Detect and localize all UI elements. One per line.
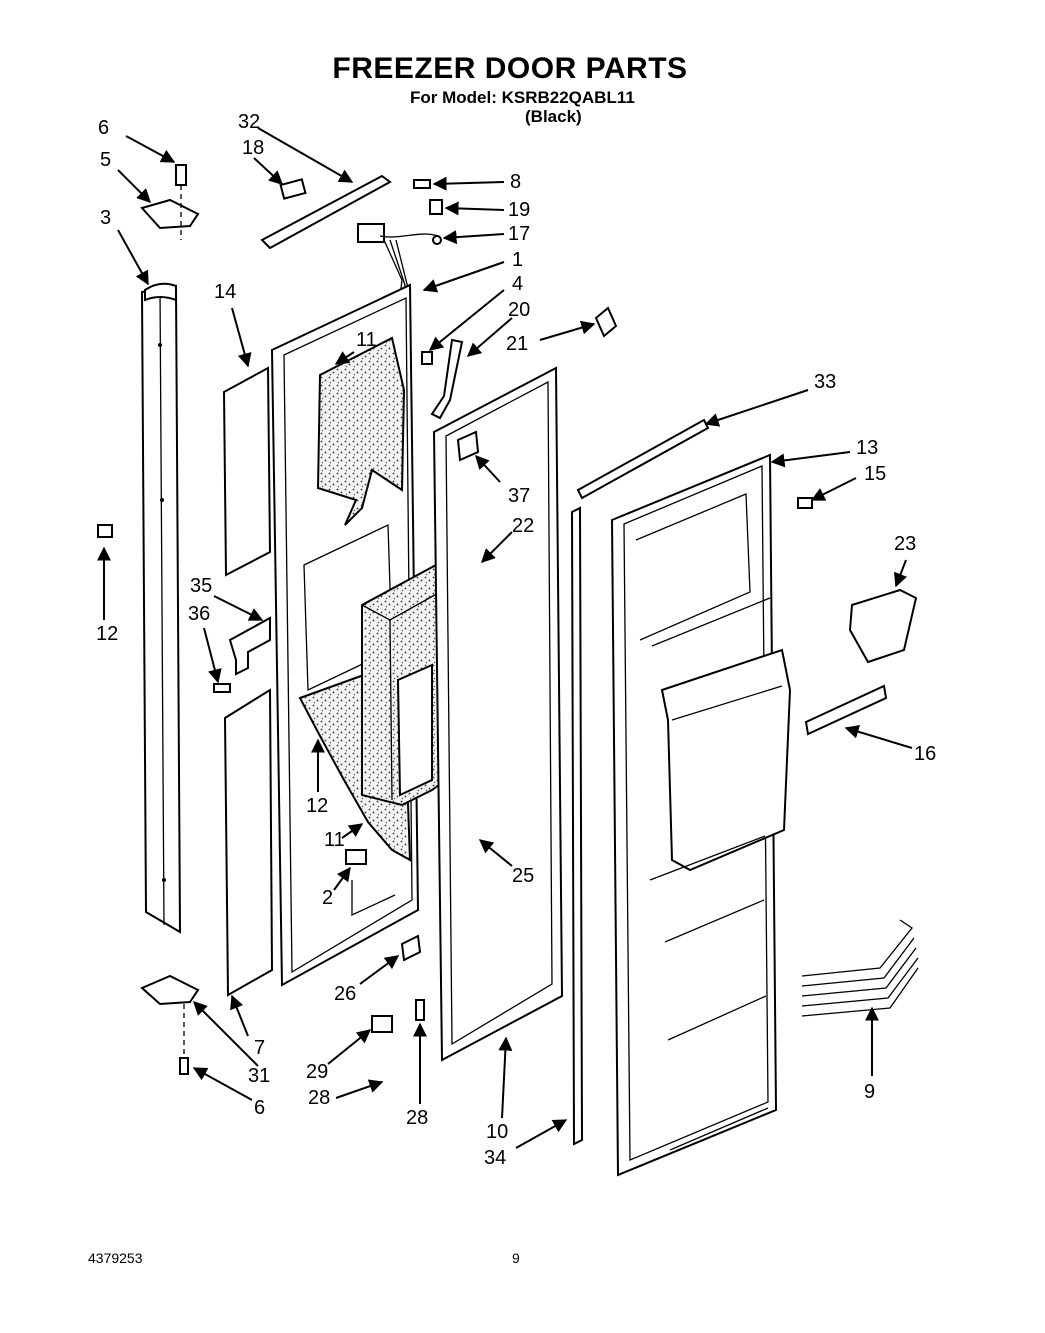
part-16-trim-strip [804, 684, 888, 736]
callout-32: 32 [238, 111, 260, 133]
callout-6-bottom: 6 [254, 1097, 265, 1119]
part-15-screw [797, 497, 813, 509]
callout-1: 1 [512, 249, 523, 271]
part-20-tube [430, 338, 464, 420]
callout-6-top: 6 [98, 117, 109, 139]
page-title: FREEZER DOOR PARTS [332, 52, 688, 85]
part-7-panel [223, 688, 274, 997]
callout-7: 7 [254, 1037, 265, 1059]
part-9-shelf-rails [801, 919, 919, 1017]
callout-17: 17 [508, 223, 530, 245]
callout-26: 26 [334, 983, 356, 1005]
callout-2: 2 [322, 887, 333, 909]
callout-5: 5 [100, 149, 111, 171]
callout-10: 10 [486, 1121, 508, 1143]
part-37-clip [456, 430, 480, 462]
callout-11-bottom: 11 [324, 829, 345, 851]
callout-13: 13 [856, 437, 878, 459]
part-8-screw [413, 179, 431, 189]
model-line: For Model: KSRB22QABL11 [410, 88, 635, 107]
part-19-screw [429, 199, 443, 215]
part-21-fitting [594, 306, 618, 338]
callout-28-right: 28 [406, 1107, 428, 1129]
callout-25: 25 [512, 865, 534, 887]
part-13-door-liner [610, 453, 792, 1177]
document-number: 4379253 [88, 1250, 143, 1266]
part-31-bottom-hinge [140, 974, 200, 1006]
part-5-top-hinge [140, 164, 200, 240]
part-23-chute [848, 588, 918, 664]
callout-29: 29 [306, 1061, 328, 1083]
part-18-stop [279, 178, 307, 200]
callout-20: 20 [508, 299, 530, 321]
part-3-door-trim [140, 282, 182, 934]
callout-35: 35 [190, 575, 212, 597]
callout-14: 14 [214, 281, 236, 303]
part-28-screw [415, 999, 425, 1021]
part-10-door-gasket [432, 366, 564, 1062]
callout-37: 37 [508, 485, 530, 507]
callout-12-left: 12 [96, 623, 118, 645]
callout-33: 33 [814, 371, 836, 393]
part-36-screw [213, 683, 231, 693]
callout-15: 15 [864, 463, 886, 485]
callout-34: 34 [484, 1147, 506, 1169]
part-33-top-trim [576, 418, 710, 500]
callout-21: 21 [506, 333, 528, 355]
part-34-strip [570, 506, 584, 1146]
part-26-bracket [400, 934, 422, 962]
part-32-top-bracket [260, 174, 392, 250]
callout-18: 18 [242, 137, 264, 159]
callout-28-left: 28 [308, 1087, 330, 1109]
part-6-screw-bottom [179, 1057, 189, 1075]
callout-4: 4 [512, 273, 523, 295]
part-29-block [371, 1015, 393, 1033]
callout-12-mid: 12 [306, 795, 328, 817]
callout-3: 3 [100, 207, 111, 229]
part-35-bracket [228, 616, 271, 676]
callout-16: 16 [914, 743, 936, 765]
callout-11-top: 11 [356, 329, 377, 351]
part-12-screw [97, 524, 113, 538]
part-4-screw [421, 351, 433, 365]
callout-19: 19 [508, 199, 530, 221]
callout-22: 22 [512, 515, 534, 537]
callout-23: 23 [894, 533, 916, 555]
part-14-panel [222, 366, 272, 577]
callout-9: 9 [864, 1081, 875, 1103]
leader-lines [97, 127, 913, 1149]
color-label: (Black) [525, 107, 582, 126]
page-number: 9 [512, 1250, 520, 1266]
callout-8: 8 [510, 171, 521, 193]
callout-36: 36 [188, 603, 210, 625]
callout-labels: 6 5 3 32 18 8 19 17 1 4 20 21 14 11 33 1… [96, 111, 936, 1169]
callout-31: 31 [248, 1065, 270, 1087]
